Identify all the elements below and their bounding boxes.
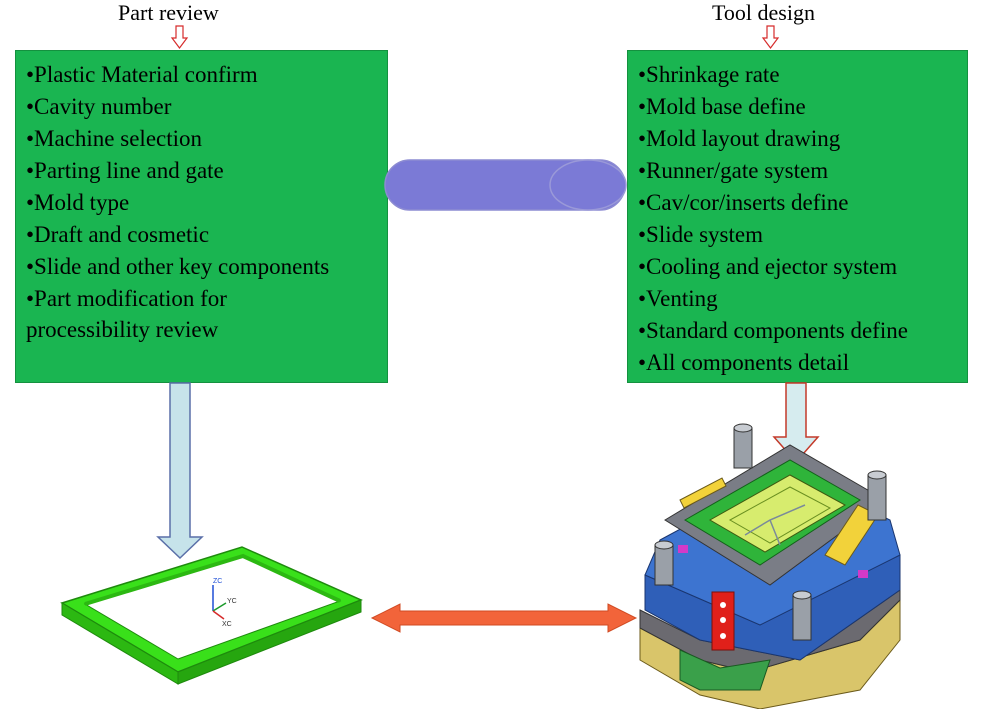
tool-design-small-arrow — [761, 25, 780, 49]
list-item: •Standard components define — [638, 318, 908, 343]
list-item: •Runner/gate system — [638, 158, 829, 183]
list-item: •Machine selection — [26, 126, 203, 151]
right-down-arrow — [772, 382, 820, 464]
list-item: •Draft and cosmetic — [26, 222, 210, 247]
double-arrow — [370, 603, 638, 633]
connector-cylinder — [384, 159, 627, 211]
list-item: •All components detail — [638, 350, 850, 375]
leader-pin — [867, 470, 887, 521]
list-item: •Cav/cor/inserts define — [638, 190, 849, 215]
part-review-title: Part review — [118, 0, 219, 25]
tool-design-box: •Shrinkage rate •Mold base define •Mold … — [627, 50, 968, 383]
part-frame — [60, 546, 363, 685]
list-item: •Plastic Material confirm — [26, 62, 258, 87]
list-item: •Slide and other key components — [26, 254, 330, 279]
list-item: processibility review — [26, 317, 219, 342]
leader-pin — [654, 540, 674, 586]
list-item: •Mold type — [26, 190, 130, 215]
mold-assembly — [639, 423, 901, 709]
axis-label-x: XC — [222, 621, 232, 628]
axis-label-y: YC — [227, 598, 237, 605]
leader-pin — [792, 590, 812, 641]
list-item: •Mold layout drawing — [638, 126, 841, 151]
leader-pin — [733, 423, 753, 469]
list-item: •Mold base define — [638, 94, 806, 119]
left-down-arrow — [156, 382, 204, 560]
part-review-small-arrow — [170, 25, 189, 49]
part-review-box: •Plastic Material confirm •Cavity number… — [15, 50, 388, 383]
list-item: •Cooling and ejector system — [638, 254, 898, 279]
list-item: •Shrinkage rate — [638, 62, 780, 87]
list-item: •Slide system — [638, 222, 763, 247]
list-item: •Cavity number — [26, 94, 172, 119]
list-item: •Parting line and gate — [26, 158, 224, 183]
tool-design-title: Tool design — [712, 0, 815, 25]
list-item: •Part modification for — [26, 286, 227, 311]
axis-triad: ZC YC XC — [212, 578, 237, 628]
list-item: •Venting — [638, 286, 718, 311]
axis-label-z: ZC — [213, 578, 222, 585]
